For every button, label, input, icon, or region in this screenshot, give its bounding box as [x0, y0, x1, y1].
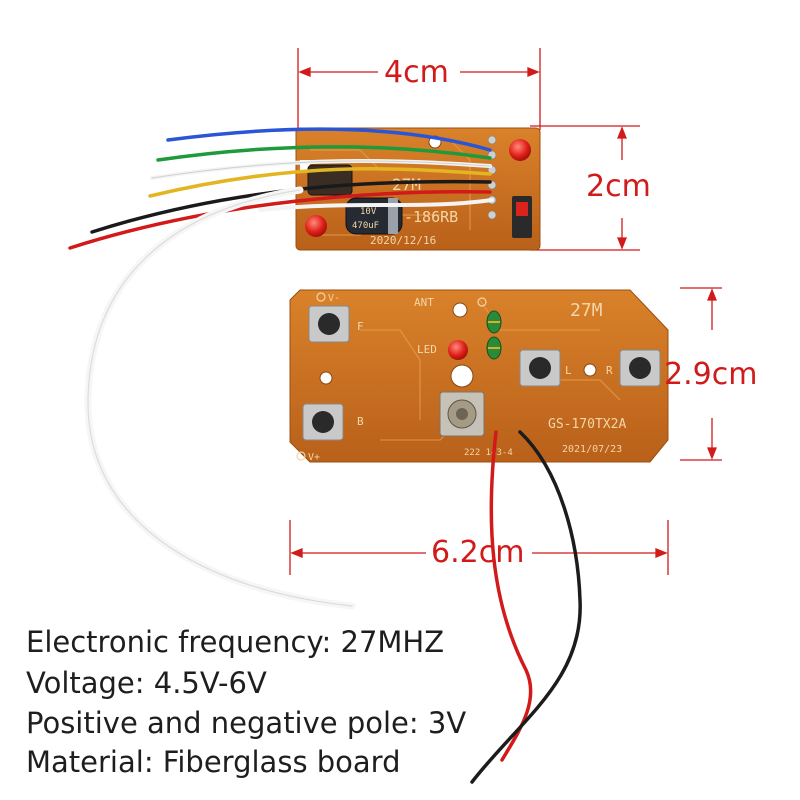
- capacitor-voltage: 10V: [360, 207, 377, 217]
- button-backward: [302, 403, 344, 441]
- transmitter-board: ANT LED 27M F B L R V- V+ GS-170TX2A 202…: [289, 289, 669, 463]
- spec-frequency: Electronic frequency: 27MHZ: [26, 625, 445, 659]
- coil-can: [439, 391, 485, 437]
- dimension-transmitter-height: 2.9cm: [664, 357, 758, 392]
- button-right: [619, 349, 661, 387]
- dimension-receiver-width: 4cm: [384, 55, 449, 90]
- dimension-receiver-height: 2cm: [586, 169, 651, 204]
- label-backward: B: [357, 415, 364, 428]
- label-led: LED: [417, 343, 437, 356]
- spec-voltage: Voltage: 4.5V-6V: [26, 666, 267, 700]
- receiver-wires: [68, 127, 494, 610]
- capacitor-value: 470uF: [352, 221, 379, 231]
- button-left: [519, 349, 561, 387]
- dimension-lines: [289, 48, 722, 575]
- transmitter-wires: [470, 430, 582, 784]
- transmitter-frequency-mark: 27M: [570, 300, 603, 321]
- transmitter-model: GS-170TX2A: [548, 417, 626, 432]
- label-ant: ANT: [414, 296, 434, 309]
- slide-switch: [512, 196, 532, 238]
- label-right: R: [606, 364, 613, 377]
- label-forward: F: [357, 320, 364, 333]
- spec-pole: Positive and negative pole: 3V: [26, 706, 467, 740]
- transmitter-code: 222 143-4: [464, 448, 513, 458]
- receiver-led-top: [509, 139, 531, 161]
- button-forward: [308, 305, 350, 343]
- spec-material: Material: Fiberglass board: [26, 745, 401, 779]
- inductors: [486, 310, 502, 360]
- dimension-transmitter-width: 6.2cm: [431, 535, 525, 570]
- receiver-date: 2020/12/16: [370, 234, 436, 247]
- label-v-plus: V+: [308, 452, 320, 463]
- transmitter-date: 2021/07/23: [562, 444, 622, 455]
- label-v-minus: V-: [328, 293, 340, 304]
- label-left: L: [565, 364, 572, 377]
- receiver-model: -186RB: [404, 208, 458, 226]
- transmitter-led: [448, 340, 468, 360]
- receiver-frequency-mark: 27M: [392, 175, 421, 194]
- receiver-led-bottom: [305, 215, 327, 237]
